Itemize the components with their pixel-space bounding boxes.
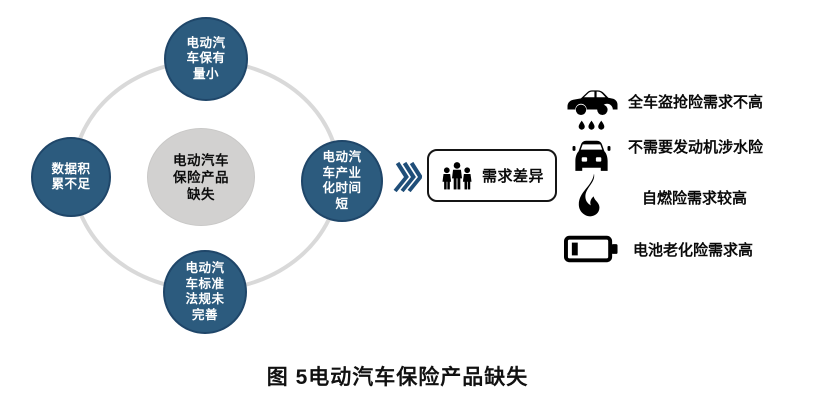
node-line: 车保有 [186, 51, 226, 66]
finding-label: 不需要发动机涉水险 [628, 138, 764, 156]
battery-low-icon [563, 235, 618, 263]
demand-difference-label: 需求差异 [481, 168, 544, 185]
node-line: 量小 [192, 66, 219, 81]
car-wading-icon [572, 120, 610, 171]
node-line: 电动汽 [322, 150, 362, 164]
flame-icon [578, 173, 600, 217]
node-line: 车标准 [185, 276, 225, 291]
node-line: 化时间 [322, 181, 362, 195]
finding-combustion-insurance: 自燃险需求较高 [560, 172, 747, 222]
node-line: 缺失 [187, 186, 215, 202]
node-insufficient-data: 数据积 累不足 [31, 137, 111, 217]
node-line: 短 [335, 196, 349, 211]
car-side-icon [567, 90, 618, 115]
center-node-insurance-gap: 电动汽车 保险产品 缺失 [147, 128, 255, 226]
finding-label: 全车盗抢险需求不高 [628, 93, 764, 111]
finding-label: 自燃险需求较高 [642, 189, 748, 207]
node-line: 电动汽 [185, 261, 225, 275]
node-line: 累不足 [51, 177, 91, 191]
node-standards-incomplete: 电动汽 车标准 法规未 完善 [163, 250, 247, 334]
node-line: 保险产品 [173, 169, 229, 185]
node-ev-ownership-small: 电动汽 车保有 量小 [164, 17, 248, 101]
finding-battery-aging-insurance: 电池老化险需求高 [560, 229, 753, 269]
node-line: 法规未 [185, 292, 225, 306]
node-line: 完善 [191, 307, 218, 322]
figure-caption: 图 5电动汽车保险产品缺失 [266, 366, 529, 389]
node-line: 电动汽 [186, 35, 226, 50]
node-line: 数据积 [51, 161, 91, 176]
triple-chevron-right-icon [393, 161, 423, 193]
finding-label: 电池老化险需求高 [633, 241, 754, 259]
node-line: 车产业 [322, 165, 362, 180]
demand-difference-box: 需求差异 [427, 149, 557, 202]
node-line: 电动汽车 [173, 152, 229, 168]
finding-theft-insurance: 全车盗抢险需求不高 [560, 84, 763, 118]
people-group-icon [442, 161, 472, 189]
finding-wading-insurance: 不需要发动机涉水险 [560, 118, 763, 174]
node-short-industrialization: 电动汽 车产业 化时间 短 [301, 140, 383, 222]
